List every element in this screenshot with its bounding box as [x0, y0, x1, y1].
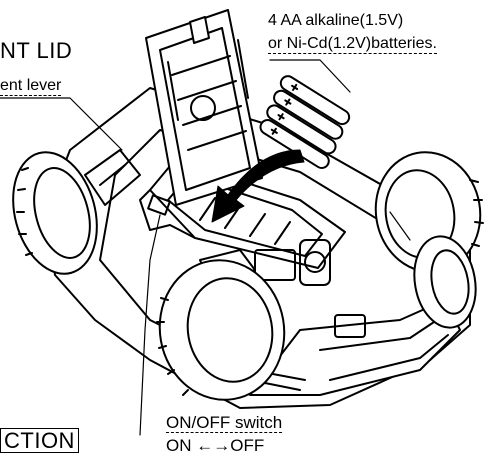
lever-label: ent lever: [0, 77, 62, 96]
section-heading: CTION: [0, 428, 79, 453]
battery-icon: [259, 75, 351, 169]
switch-states: ON ←→OFF: [166, 436, 265, 455]
battery-lid: [145, 9, 263, 206]
wheel-rear-right: [413, 235, 477, 329]
arrow-icon: [211, 149, 305, 223]
rc-car-icon: [44, 87, 471, 409]
leader-lines: [0, 59, 411, 436]
switch-label: ON/OFF switch: [166, 413, 283, 433]
wheel-rear-left: [156, 259, 286, 401]
wheel-front-left: [12, 151, 98, 275]
lid-title: NT LID: [0, 38, 73, 63]
battery-label-line2: or Ni-Cd(1.2V)batteries.: [268, 35, 437, 54]
battery-label-line1: 4 AA alkaline(1.5V): [268, 12, 404, 29]
